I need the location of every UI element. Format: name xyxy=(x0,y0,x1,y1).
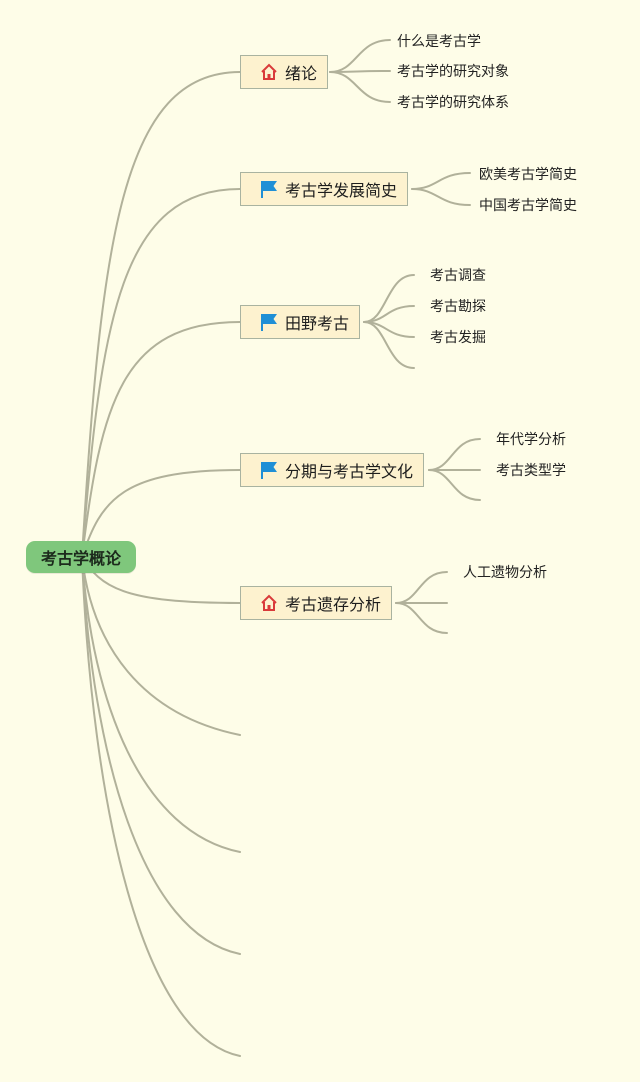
leaf-connector xyxy=(411,188,471,206)
leaf-topic[interactable]: 考古类型学 xyxy=(496,463,566,479)
branch-topic-periodization[interactable]: 分期与考古学文化 xyxy=(240,453,425,487)
branch-connector xyxy=(81,469,241,558)
branch-topic-remains-analysis[interactable]: 考古遗存分析 xyxy=(240,586,393,620)
leaf-connector xyxy=(411,172,471,190)
empty-branch-line xyxy=(81,556,241,1057)
root-topic-label: 考古学概论 xyxy=(40,549,121,568)
flag-icon xyxy=(259,179,279,199)
home-icon xyxy=(259,62,279,82)
leaf-topic[interactable]: 考古勘探 xyxy=(430,299,486,315)
branch-topic-introduction[interactable]: 绪论 xyxy=(240,55,329,89)
leaf-connector xyxy=(329,70,391,73)
leaf-topic[interactable]: 考古发掘 xyxy=(430,330,486,346)
leaf-topic[interactable]: 人工遗物分析 xyxy=(463,565,547,581)
leaf-topic[interactable]: 考古学的研究体系 xyxy=(397,95,509,111)
leaf-connector xyxy=(329,71,391,103)
branch-connector xyxy=(81,321,241,558)
leaf-connector xyxy=(395,602,448,634)
leaf-topic[interactable]: 考古学的研究对象 xyxy=(397,64,509,80)
leaf-topic[interactable]: 欧美考古学简史 xyxy=(479,167,577,183)
branch-topic-label: 考古学发展简史 xyxy=(285,181,398,200)
flag-icon xyxy=(259,312,279,332)
leaf-topic[interactable]: 什么是考古学 xyxy=(397,34,481,50)
branch-connector xyxy=(81,188,241,558)
empty-branch-line xyxy=(81,556,241,736)
leaf-connector xyxy=(363,274,415,323)
leaf-topic[interactable]: 中国考古学简史 xyxy=(479,198,577,214)
branch-topic-label: 田野考古 xyxy=(285,314,350,333)
leaf-connector xyxy=(428,438,481,471)
branch-topic-history[interactable]: 考古学发展简史 xyxy=(240,172,409,206)
branch-topic-label: 考古遗存分析 xyxy=(285,595,382,614)
flag-icon xyxy=(259,460,279,480)
leaf-connector xyxy=(363,321,415,369)
branch-topic-label: 绪论 xyxy=(285,64,318,83)
branch-connector xyxy=(81,71,241,558)
empty-branch-line xyxy=(81,556,241,853)
leaf-connector xyxy=(395,571,448,604)
leaf-connector xyxy=(428,469,481,501)
branch-topic-field-archaeology[interactable]: 田野考古 xyxy=(240,305,361,339)
root-topic[interactable]: 考古学概论 xyxy=(26,541,136,573)
home-icon xyxy=(259,593,279,613)
leaf-topic[interactable]: 考古调查 xyxy=(430,268,486,284)
branch-topic-label: 分期与考古学文化 xyxy=(285,462,414,481)
leaf-connector xyxy=(329,39,391,73)
empty-branch-line xyxy=(81,556,241,955)
leaf-topic[interactable]: 年代学分析 xyxy=(496,432,566,448)
